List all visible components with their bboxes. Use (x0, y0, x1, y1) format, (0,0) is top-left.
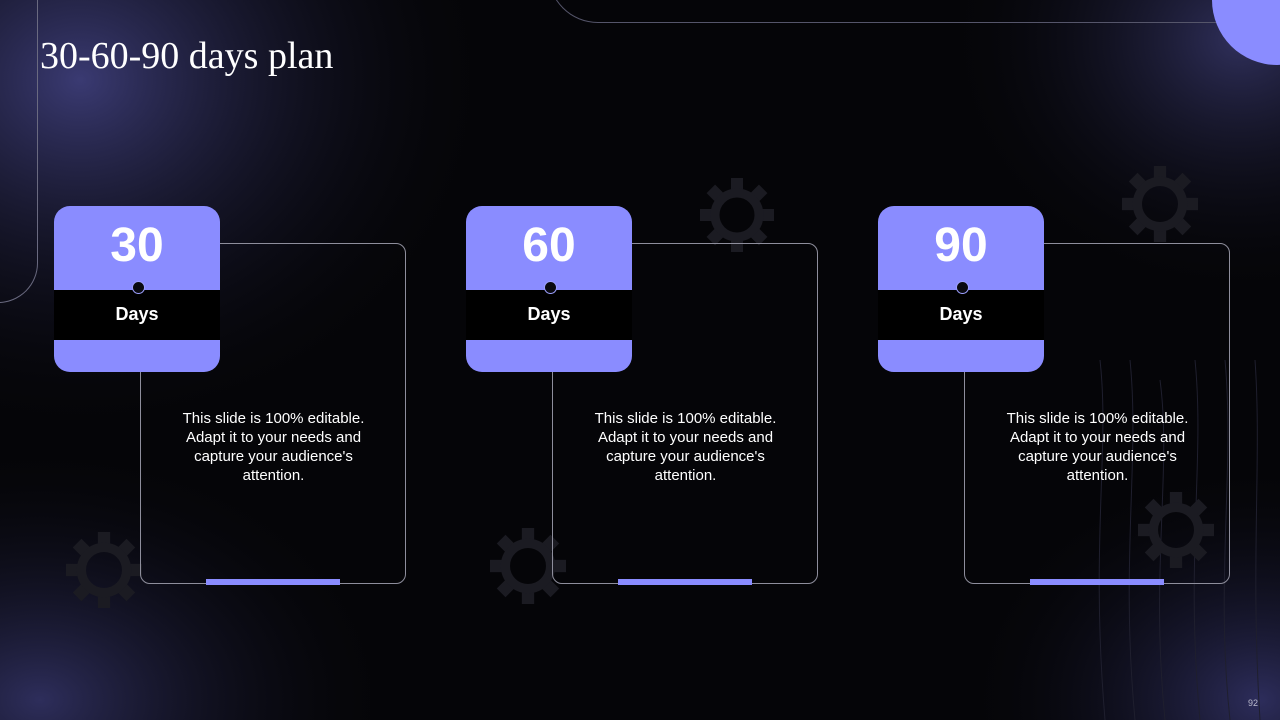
plan-card-description: This slide is 100% editable. Adapt it to… (182, 410, 365, 484)
plan-card-60-description-box: This slide is 100% editable. Adapt it to… (552, 243, 818, 585)
plan-card-description: This slide is 100% editable. Adapt it to… (594, 410, 777, 484)
plan-card-90-header: 90 Days (878, 206, 1044, 372)
decorative-border-left (0, 0, 38, 303)
label-band (466, 290, 632, 340)
label-band (54, 290, 220, 340)
plan-card-90-description-box: This slide is 100% editable. Adapt it to… (964, 243, 1230, 585)
accent-underline (206, 579, 340, 585)
gear-icon (1138, 492, 1214, 568)
plan-card-30-description-box: This slide is 100% editable. Adapt it to… (140, 243, 406, 585)
gear-icon (1122, 166, 1198, 242)
accent-underline (1030, 579, 1164, 585)
connector-dot (956, 281, 969, 294)
accent-underline (618, 579, 752, 585)
slide-title: 30-60-90 days plan (40, 35, 334, 77)
connector-dot (132, 281, 145, 294)
plan-card-label: Days (939, 304, 983, 324)
plan-card-number: 90 (934, 219, 988, 272)
connector-dot (544, 281, 557, 294)
gear-icon (700, 178, 774, 252)
page-number: 92 (1248, 698, 1259, 708)
gear-icon (66, 532, 142, 608)
plan-card-number: 60 (522, 219, 576, 272)
gear-icon (490, 528, 566, 604)
label-band (878, 290, 1044, 340)
plan-card-number: 30 (110, 219, 164, 272)
plan-card-description: This slide is 100% editable. Adapt it to… (1006, 410, 1189, 484)
corner-circle (1212, 0, 1280, 65)
plan-card-label: Days (527, 304, 571, 324)
plan-card-label: Days (115, 304, 159, 324)
decorative-border-top (548, 0, 1249, 23)
